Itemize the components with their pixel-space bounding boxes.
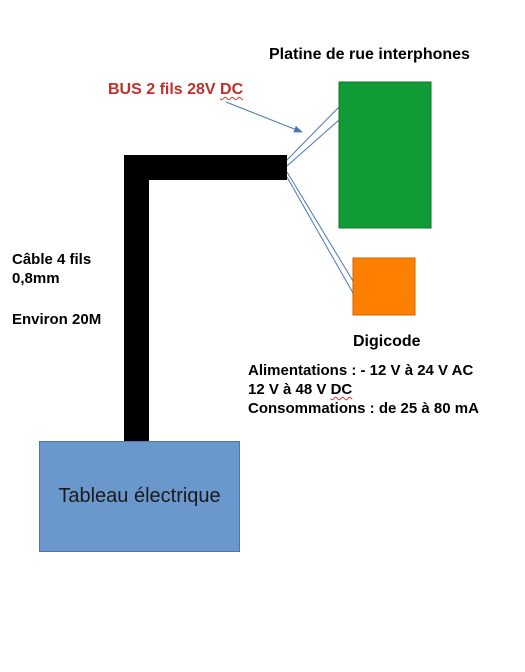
specs-line1: Alimentations : - 12 V à 24 V AC [248, 362, 474, 379]
bus-label-main: BUS 2 fils 28V [108, 81, 221, 98]
specs-line2-dc: DC [330, 381, 353, 398]
specs-line3: Consommations : de 25 à 80 mA [248, 400, 479, 417]
cable-label-line1: Câble 4 fils [12, 251, 92, 268]
platine-title: Platine de rue interphones [269, 46, 470, 63]
platine-box [338, 81, 432, 229]
bus-label: BUS 2 fils 28V DC [108, 81, 243, 99]
cable-label-line2: 0,8mm [12, 270, 60, 287]
cable-horizontal [124, 155, 287, 180]
cable-label: Câble 4 fils 0,8mm [12, 250, 91, 288]
digicode-box [352, 257, 416, 316]
wire-platine-top [286, 106, 340, 161]
tableau-label: Tableau électrique [58, 485, 221, 507]
digicode-title: Digicode [353, 333, 421, 350]
specs-block: Alimentations : - 12 V à 24 V AC 12 V à … [248, 361, 479, 418]
tableau-box: Tableau électrique [39, 441, 240, 552]
cable-vertical [124, 155, 149, 442]
specs-line2-main: 12 V à 48 V [248, 381, 331, 398]
cable-length-label: Environ 20M [12, 311, 102, 328]
bus-arrow [225, 101, 303, 133]
wire-digicode-bottom [286, 176, 354, 294]
wire-digicode-top [286, 171, 354, 282]
bus-label-dc: DC [220, 81, 244, 98]
specs-line2: 12 V à 48 V DC [248, 380, 479, 399]
wire-platine-bottom [286, 119, 340, 167]
